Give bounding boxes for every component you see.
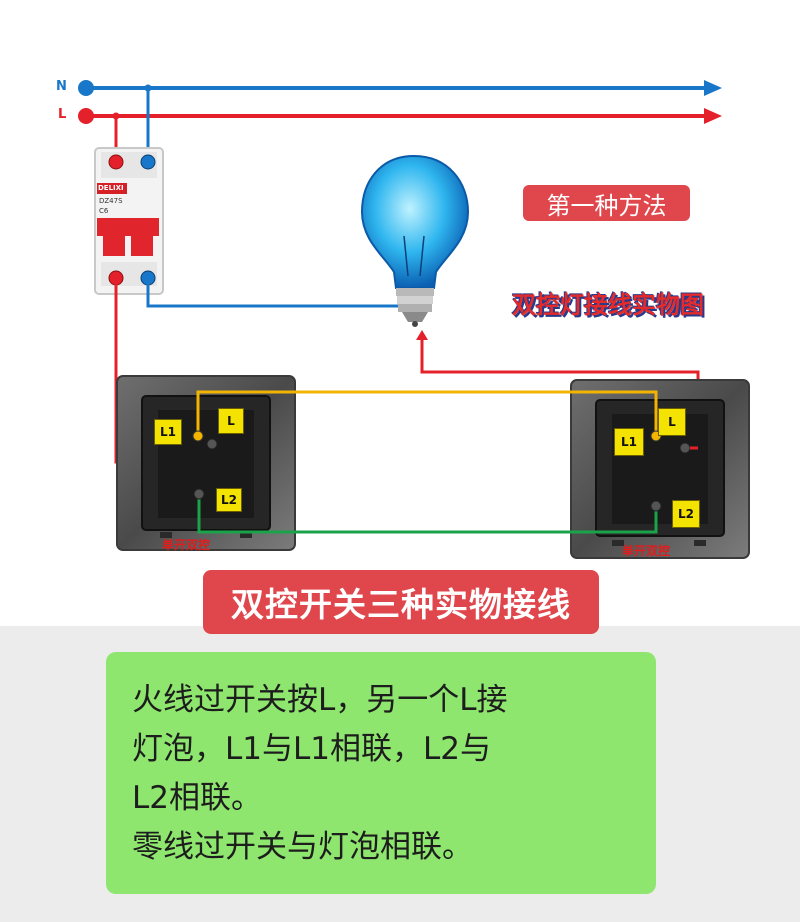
left-terminal-l2-screw xyxy=(193,488,205,500)
live-bus-line xyxy=(78,108,722,124)
right-terminal-l2-label: L2 xyxy=(672,500,700,528)
breaker-model: DZ47S xyxy=(99,197,123,205)
title-banner: 双控开关三种实物接线 xyxy=(203,570,599,634)
left-switch-caption: 单开双控 xyxy=(162,538,211,552)
traveler-wire-l1 xyxy=(196,390,658,436)
note-line: 灯泡，L1与L1相联，L2与 xyxy=(132,731,491,767)
neutral-to-bulb-wire xyxy=(146,284,408,308)
note-line: 火线过开关按L，另一个L接 xyxy=(132,682,508,718)
breaker-brand: DELIXI xyxy=(98,184,124,192)
diagram-title: 双控灯接线实物图 xyxy=(512,290,704,319)
right-terminal-l-label: L xyxy=(658,408,686,436)
left-terminal-l-screw xyxy=(206,438,218,450)
note-line: 零线过开关与灯泡相联。 xyxy=(132,829,473,865)
right-terminal-l2-screw xyxy=(650,500,662,512)
traveler-wire-l2 xyxy=(197,494,658,534)
breaker-rating: C6 xyxy=(99,207,109,215)
live-label: L xyxy=(58,107,67,122)
left-terminal-l1-label: L1 xyxy=(154,419,182,445)
left-switch xyxy=(116,375,296,551)
left-terminal-l1-screw xyxy=(192,430,204,442)
right-terminal-l-screw xyxy=(679,442,691,454)
method-badge: 第一种方法 xyxy=(523,185,690,221)
light-bulb xyxy=(360,154,470,327)
circuit-breaker xyxy=(94,147,164,295)
note-line: L2相联。 xyxy=(132,780,262,816)
left-terminal-l-label: L xyxy=(218,408,244,434)
right-switch-caption: 单开双控 xyxy=(622,544,671,558)
note-box: 火线过开关按L，另一个L接 灯泡，L1与L1相联，L2与 L2相联。 零线过开关… xyxy=(106,652,656,894)
neutral-bus-line xyxy=(78,80,722,96)
left-terminal-l2-label: L2 xyxy=(216,488,242,512)
neutral-label: N xyxy=(56,79,67,94)
right-terminal-l1-label: L1 xyxy=(614,428,644,456)
